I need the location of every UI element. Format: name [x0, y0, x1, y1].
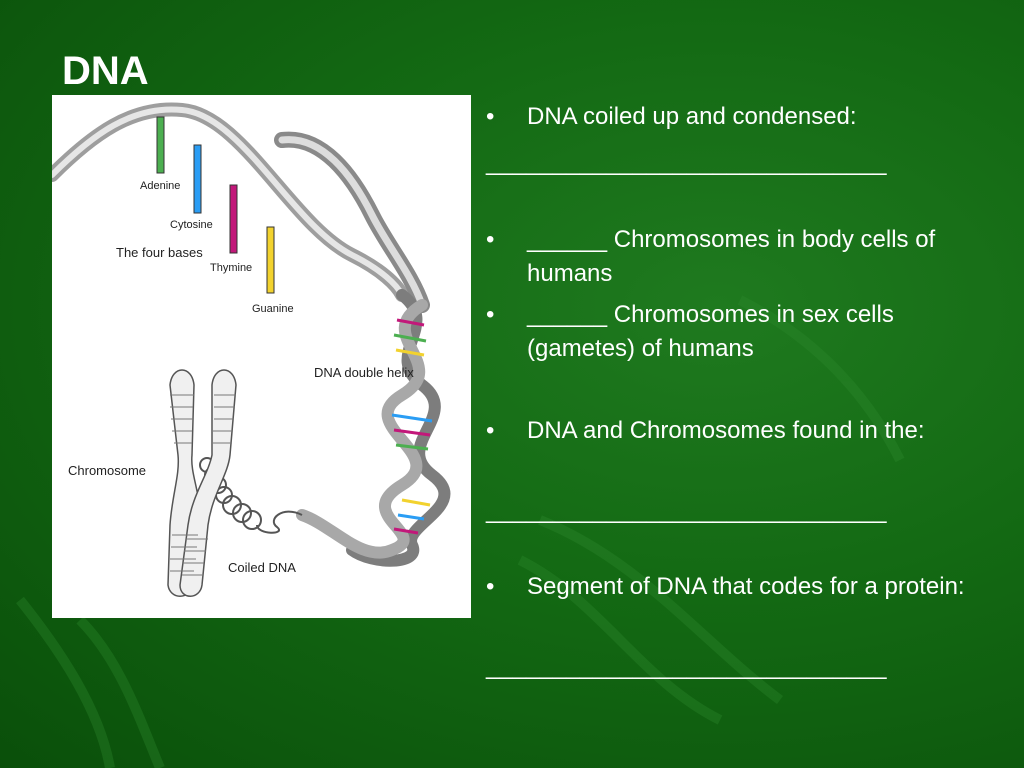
- bullet-text: DNA and Chromosomes found in the:: [527, 417, 925, 444]
- label-coiled-dna: Coiled DNA: [228, 560, 296, 575]
- bullet-marker: •: [486, 226, 495, 253]
- cytosine-bar: [193, 144, 202, 214]
- label-adenine: Adenine: [140, 180, 181, 192]
- answer-blank-line: ______________________________: [486, 149, 887, 176]
- label-cytosine: Cytosine: [170, 219, 213, 231]
- chromosome-shape: [167, 369, 237, 597]
- bullet-text: ______ Chromosomes in sex cells (gametes…: [527, 301, 894, 362]
- bullet-marker: •: [486, 103, 495, 130]
- guanine-bar: [266, 226, 275, 294]
- thymine-bar: [229, 184, 238, 254]
- label-thymine: Thymine: [210, 262, 253, 274]
- answer-blank-line: ______________________________: [486, 497, 887, 524]
- bullet-marker: •: [486, 573, 495, 600]
- dna-double-helix: [296, 289, 451, 567]
- bullet-text: ______ Chromosomes in body cells of huma…: [527, 226, 936, 287]
- label-chromosome: Chromosome: [68, 463, 147, 478]
- adenine-bar: [156, 116, 165, 174]
- bullet-text: DNA coiled up and condensed:: [527, 103, 857, 130]
- bullet-marker: •: [486, 301, 495, 328]
- label-guanine: Guanine: [252, 303, 294, 315]
- dna-illustration: [52, 102, 451, 597]
- answer-blank-line: ______________________________: [486, 653, 887, 680]
- bullet-text: Segment of DNA that codes for a protein:: [527, 573, 965, 600]
- bullet-marker: •: [486, 417, 495, 444]
- slide-title: DNA: [62, 49, 149, 93]
- label-four-bases: The four bases: [116, 245, 203, 260]
- label-dna-double-helix: DNA double helix: [314, 365, 414, 380]
- dna-diagram: Adenine Cytosine The four bases Thymine …: [52, 95, 471, 618]
